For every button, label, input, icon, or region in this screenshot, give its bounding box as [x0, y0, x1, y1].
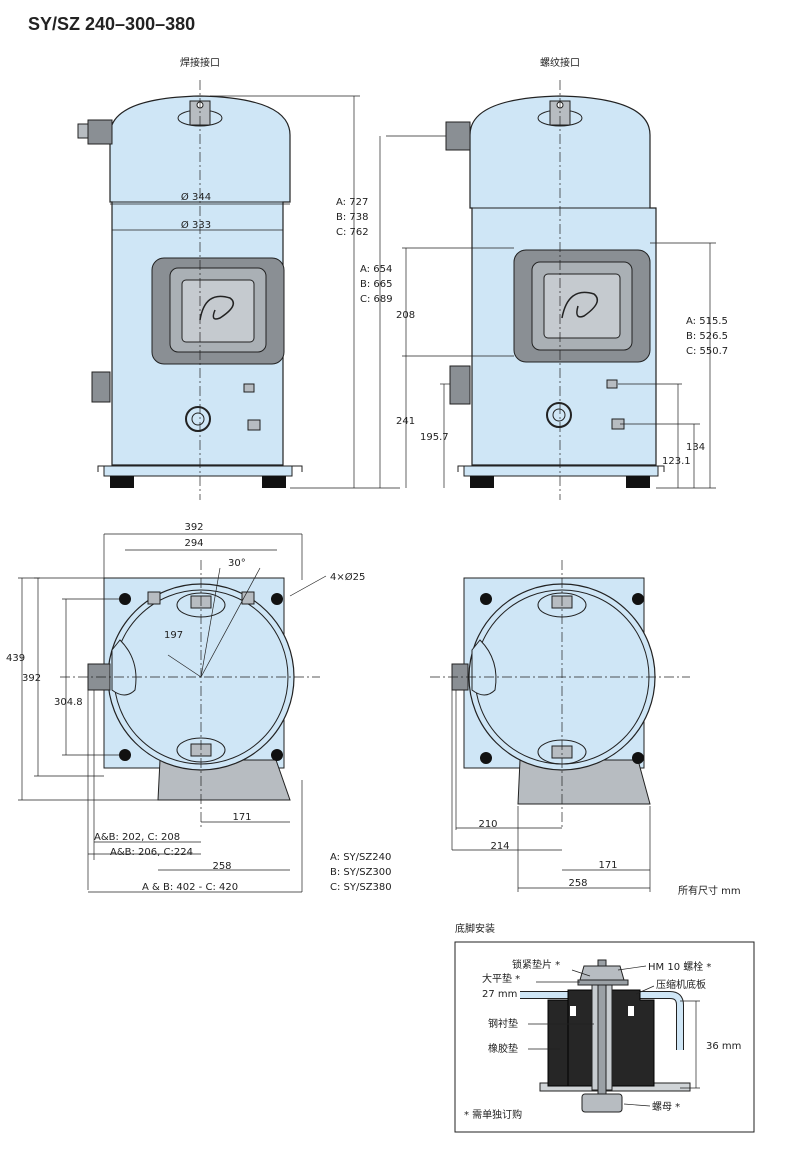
dim-214: 214	[490, 841, 509, 852]
width-392: 392	[184, 522, 203, 533]
angle-30: 30°	[228, 558, 246, 569]
height-304-8: 304.8	[54, 697, 83, 708]
mounting-detail: 底脚安装 锁紧垫片 * HM 10 螺栓 * 大平垫 * 27 mm 压缩机底板…	[454, 922, 755, 1133]
height-439: 439	[6, 653, 25, 664]
diameter-344: Ø 344	[181, 191, 211, 203]
height-suction-a: A: 654	[360, 264, 392, 275]
left-top-view: 392 294 30° 4×Ø25 197 439 392 304.8 171 …	[6, 522, 365, 893]
dim-123-1: 123.1	[662, 456, 691, 467]
nut-label: 螺母 *	[652, 1101, 680, 1113]
model-b: B: SY/SZ300	[330, 867, 392, 878]
width-294: 294	[184, 538, 203, 549]
base-plate-label: 压缩机底板	[656, 978, 706, 991]
dim-ab-402: A & B: 402 - C: 420	[142, 882, 238, 893]
dim-36mm: 36 mm	[706, 1041, 741, 1052]
radius-197: 197	[164, 630, 183, 641]
height-discharge-a: A: 515.5	[686, 316, 728, 327]
model-c: C: SY/SZ380	[330, 882, 392, 893]
threaded-connection-label: 螺纹接口	[540, 56, 580, 69]
dim-ab-206: A&B: 206, C:224	[110, 847, 193, 858]
units-note: 所有尺寸 mm	[678, 884, 741, 897]
discharge-fitting	[91, 371, 111, 403]
dim-134: 134	[686, 442, 705, 453]
height-suction-c: C: 689	[360, 294, 393, 305]
height-discharge-b: B: 526.5	[686, 331, 728, 342]
height-392: 392	[22, 673, 41, 684]
rubber-foot	[262, 476, 286, 488]
order-separately-note: * 需单独订购	[464, 1108, 522, 1121]
rotolock-suction	[445, 121, 471, 151]
dim-195-7: 195.7	[420, 432, 449, 443]
right-top-view: 210 214 171 258	[430, 560, 690, 892]
mounting-holes: 4×Ø25	[330, 571, 365, 583]
height-suction-b: B: 665	[360, 279, 393, 290]
dim-208: 208	[396, 310, 415, 321]
dim-210: 210	[478, 819, 497, 830]
dim-241: 241	[396, 416, 415, 427]
dim-ab-202: A&B: 202, C: 208	[94, 832, 180, 843]
page-title: SY/SZ 240–300–380	[28, 14, 196, 34]
left-side-view: 焊接接口 Ø 344 Ø 333 A	[77, 56, 400, 500]
dim-171-right: 171	[598, 860, 617, 871]
rubber-foot	[110, 476, 134, 488]
height-total-a: A: 727	[336, 197, 368, 208]
mounting-heading: 底脚安装	[455, 922, 495, 935]
rubber-grommet-label: 橡胶垫	[488, 1042, 518, 1055]
model-a: A: SY/SZ240	[330, 852, 391, 863]
bolt-label: HM 10 螺栓 *	[648, 960, 711, 973]
dim-171-left: 171	[232, 812, 251, 823]
dim-258-left: 258	[212, 861, 231, 872]
right-side-view: 螺纹接口 A: 654 B: 665 C: 689 208 241 19	[360, 56, 728, 500]
height-total-c: C: 762	[336, 227, 369, 238]
brazed-connection-label: 焊接接口	[180, 56, 220, 69]
big-washer-label: 大平垫 *	[482, 972, 520, 985]
rotolock-discharge	[449, 365, 471, 405]
diameter-333: Ø 333	[181, 219, 211, 231]
height-total-b: B: 738	[336, 212, 369, 223]
lock-washer-label: 锁紧垫片 *	[512, 958, 560, 971]
steel-sleeve-label: 钢衬垫	[488, 1017, 518, 1030]
dim-27mm: 27 mm	[482, 989, 517, 1000]
dim-258-right: 258	[568, 878, 587, 889]
height-discharge-c: C: 550.7	[686, 346, 728, 357]
oil-sight-glass	[185, 406, 211, 432]
suction-fitting	[87, 119, 113, 145]
